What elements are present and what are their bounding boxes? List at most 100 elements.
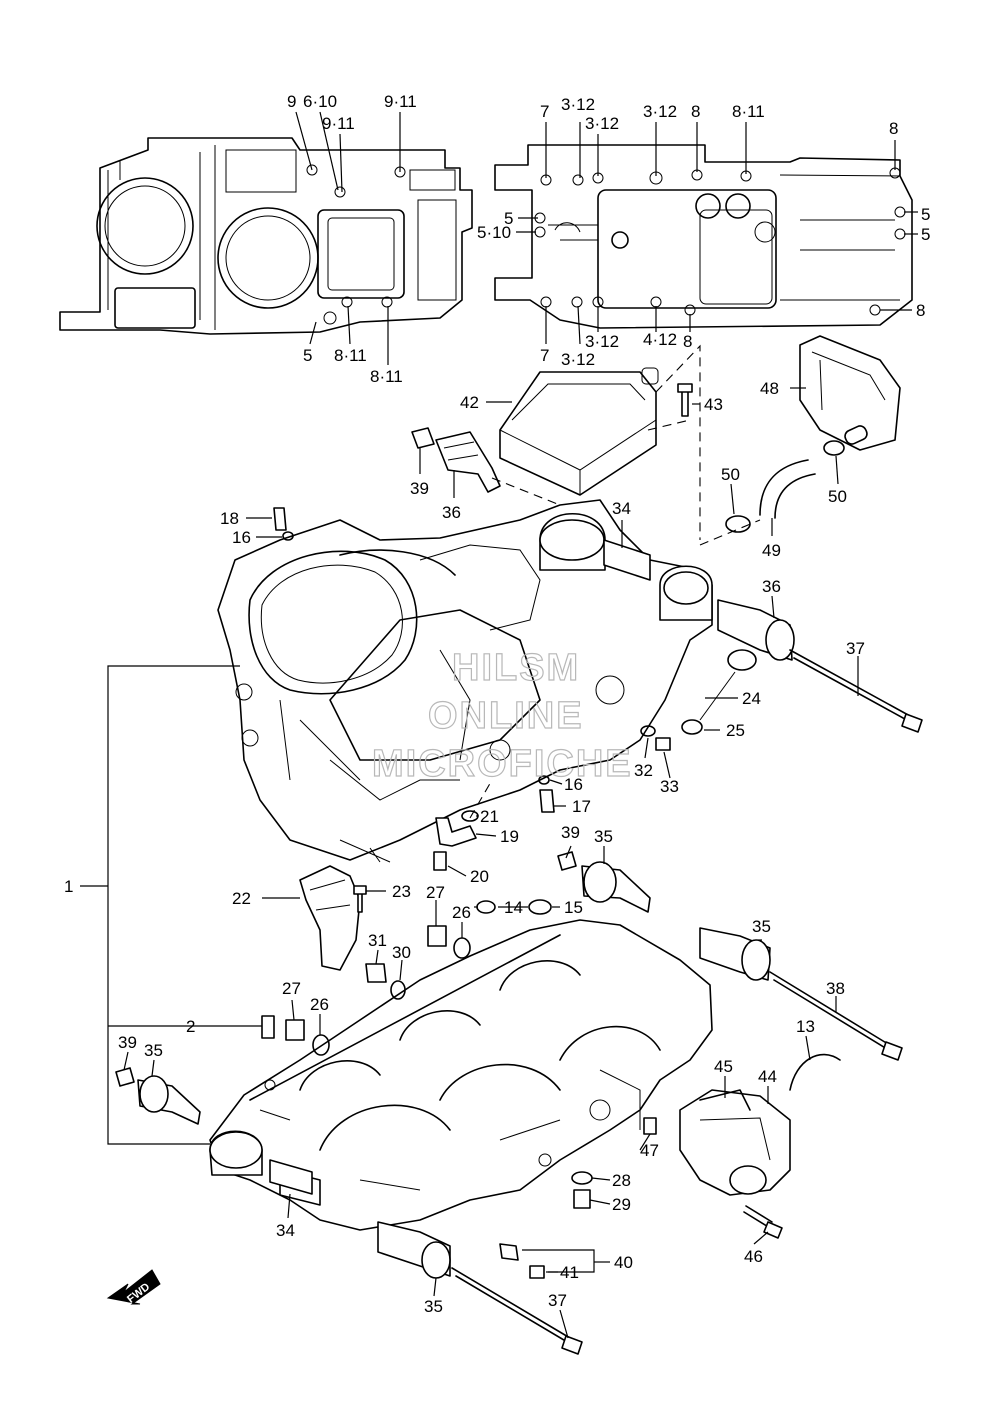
cover-48 [799, 335, 901, 451]
plug-29 [573, 1189, 591, 1209]
callout-8-a: 8 [691, 102, 700, 121]
callout-35-b: 35 [752, 917, 771, 936]
callout-46: 46 [744, 1247, 763, 1266]
callout-5-10: 5·10 [477, 223, 511, 242]
washer-30 [390, 980, 406, 1000]
callout-23: 23 [392, 882, 411, 901]
callout-28: 28 [612, 1171, 631, 1190]
callout-16-b: 16 [564, 775, 583, 794]
callout-2: 2 [186, 1017, 195, 1036]
callout-3-12-e: 3·12 [585, 332, 619, 351]
switch-40 [499, 1243, 519, 1261]
callout-8-11-b: 8·11 [370, 367, 403, 386]
bolt-33 [655, 737, 671, 751]
oring-14 [476, 900, 496, 914]
callout-5-b: 5 [504, 209, 513, 228]
callout-3-12-b: 3·12 [585, 114, 619, 133]
callout-19: 19 [500, 827, 519, 846]
callout-21: 21 [480, 807, 499, 826]
callout-3-12-c: 3·12 [643, 102, 677, 121]
callout-37-a: 37 [846, 639, 865, 658]
callout-47: 47 [640, 1141, 659, 1160]
callout-39-a: 39 [410, 479, 429, 498]
callout-35-a: 35 [594, 827, 613, 846]
callout-13: 13 [796, 1017, 815, 1036]
callout-39-b: 39 [561, 823, 580, 842]
oring-16-b [538, 775, 550, 785]
callout-22: 22 [232, 889, 251, 908]
callout-45: 45 [714, 1057, 733, 1076]
callout-9-a: 9 [287, 92, 296, 111]
callout-36-b: 36 [762, 577, 781, 596]
plug-27-a [427, 925, 447, 947]
part-18 [273, 507, 287, 531]
oring-16-a [282, 531, 294, 541]
oring-25 [681, 719, 703, 735]
bolt-38 [769, 971, 903, 1061]
oil-jet-35-c [137, 1075, 201, 1125]
washer-32 [640, 725, 656, 737]
clamp-50-b [823, 440, 845, 456]
bolt-23 [353, 885, 367, 913]
callout-16-a: 16 [232, 528, 251, 547]
nozzle-20 [433, 851, 447, 871]
pipe-19 [435, 817, 477, 847]
clamp-50-a [725, 515, 751, 533]
callout-5-d: 5 [921, 225, 930, 244]
plug-39-c [115, 1067, 135, 1087]
callout-20: 20 [470, 867, 489, 886]
callout-18: 18 [220, 509, 239, 528]
callout-40: 40 [614, 1253, 633, 1272]
oil-jet-36-b [717, 599, 795, 661]
gasket-45 [699, 1089, 751, 1111]
bolt-37-a [789, 649, 923, 733]
callout-8-b: 8 [889, 119, 898, 138]
callout-41: 41 [560, 1263, 579, 1282]
callout-4-12: 4·12 [643, 330, 677, 349]
callout-35-c: 35 [144, 1041, 163, 1060]
oil-jet-35-d [377, 1221, 451, 1279]
plug-39-a [411, 427, 435, 449]
callout-36-a: 36 [442, 503, 461, 522]
callout-6-10: 6·10 [303, 92, 337, 111]
callout-33: 33 [660, 777, 679, 796]
cover-44 [679, 1089, 791, 1196]
callout-44: 44 [758, 1067, 777, 1086]
cap-24 [699, 649, 757, 721]
switch-17 [539, 789, 555, 813]
callout-25: 25 [726, 721, 745, 740]
bolt-43 [677, 383, 693, 417]
oring-15 [528, 899, 552, 915]
callout-38: 38 [826, 979, 845, 998]
oil-jet-36-a [435, 431, 501, 493]
callout-35-d: 35 [424, 1297, 443, 1316]
callout-1: 1 [64, 877, 73, 896]
callout-8-c: 8 [916, 301, 925, 320]
callout-9-11-a: 9·11 [322, 114, 355, 133]
upper-case-right-view [494, 144, 913, 329]
callout-24: 24 [742, 689, 761, 708]
oring-21 [461, 810, 479, 822]
callout-37-b: 37 [548, 1291, 567, 1310]
callout-3-12-d: 3·12 [561, 350, 595, 369]
callout-34-a: 34 [612, 499, 631, 518]
callout-8-11-a: 8·11 [334, 346, 367, 365]
callout-48: 48 [760, 379, 779, 398]
bolt-46 [743, 1205, 783, 1239]
callout-49: 49 [762, 541, 781, 560]
watermark-line-1: HILSM [452, 647, 580, 689]
watermark: HILSM ONLINE MICROFICHE [371, 646, 631, 785]
callout-27-a: 27 [426, 883, 445, 902]
leader-lines [80, 111, 918, 1339]
callout-8-11-c: 8·11 [732, 102, 765, 121]
fwd-arrow-icon: FWD [106, 1269, 161, 1306]
callout-8-d: 8 [683, 332, 692, 351]
hose-49 [759, 459, 816, 519]
breather-cover-42 [499, 367, 659, 496]
dowel-34-a [603, 539, 651, 581]
bolt-41 [529, 1265, 545, 1279]
oil-jet-35-a [581, 861, 651, 913]
callout-42: 42 [460, 393, 479, 412]
callout-27-b: 27 [282, 979, 301, 998]
